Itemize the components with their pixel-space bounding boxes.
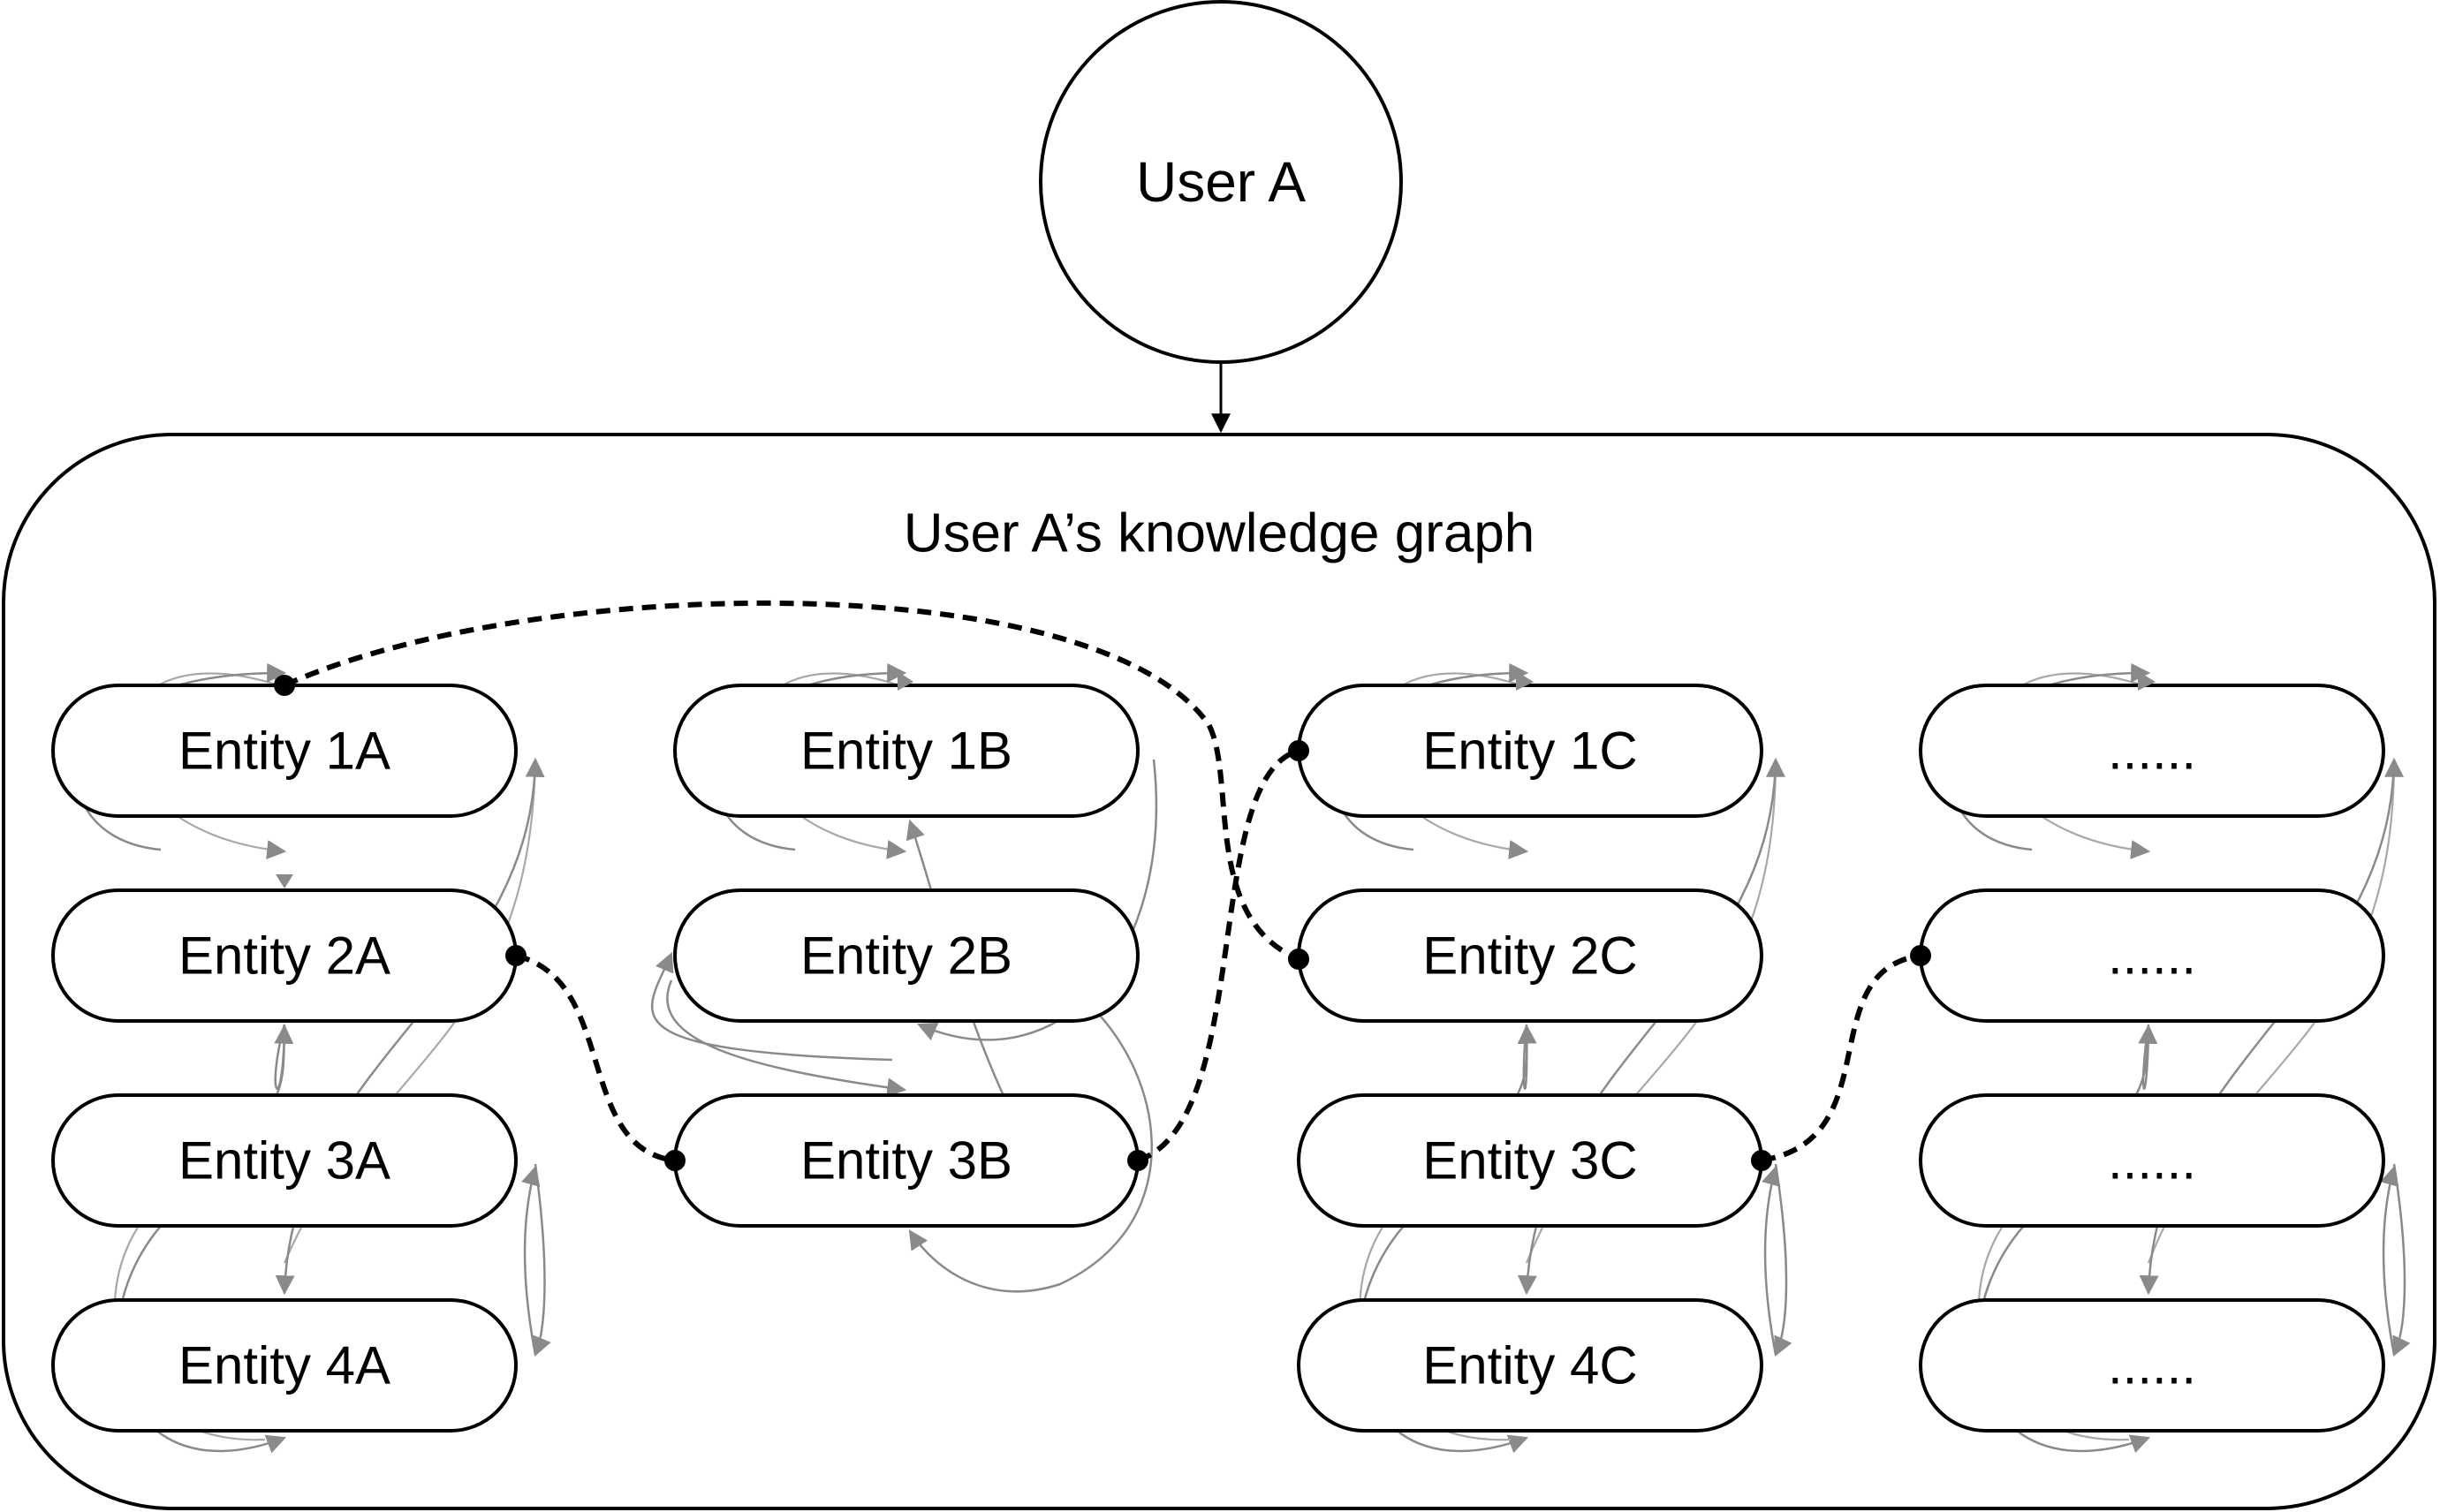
- edge-endpoint-dot: [664, 1150, 686, 1171]
- entity-label: Entity 2A: [178, 926, 390, 986]
- user-label: User A: [1136, 150, 1306, 214]
- entity-label: Entity 3B: [800, 1131, 1012, 1191]
- user-node: User A: [1039, 0, 1403, 364]
- edge-endpoint-dot: [1288, 740, 1309, 761]
- edge-2a-3b: [515, 953, 676, 1163]
- edge-3d-4d: [2392, 1163, 2411, 1357]
- entity-label: ......: [2108, 926, 2196, 986]
- entity-label: ......: [2108, 722, 2196, 781]
- entity-label: ......: [2108, 1336, 2196, 1395]
- edge-3a-4a: [533, 1163, 551, 1357]
- entity-node: ......: [1919, 1298, 2385, 1433]
- entity-label: Entity 1B: [800, 722, 1012, 781]
- edge-1a-2c: [283, 600, 1300, 962]
- entity-node: Entity 1A: [51, 684, 518, 818]
- edge-endpoint-dot: [505, 945, 527, 966]
- edge-3b-2b-left: [650, 951, 893, 1062]
- entity-label: Entity 2B: [800, 926, 1012, 986]
- entity-label: Entity 2C: [1422, 926, 1637, 986]
- entity-label: Entity 3A: [178, 1131, 390, 1191]
- edge-endpoint-dot: [274, 675, 295, 696]
- entity-label: Entity 1A: [178, 722, 390, 781]
- graph-title: User A’s knowledge graph: [904, 503, 1535, 564]
- edge-endpoint-dot: [1751, 1150, 1772, 1171]
- edge-3c-4c: [1774, 1163, 1792, 1357]
- entity-label: Entity 4C: [1422, 1336, 1637, 1395]
- arrow-tip-icon: [2138, 671, 2156, 691]
- arrow-tip-icon: [276, 874, 293, 888]
- edge-endpoint-dot: [1127, 1150, 1148, 1171]
- entity-node: ......: [1919, 684, 2385, 818]
- entity-label: ......: [2108, 1131, 2196, 1191]
- entity-label: Entity 1C: [1422, 722, 1637, 781]
- entity-nodes: Entity 1A Entity 2A Entity 3A Entity 4A …: [51, 684, 2385, 1433]
- edge-4c-3c: [1762, 1165, 1781, 1356]
- arrow-tip-icon: [1516, 671, 1534, 691]
- entity-node: Entity 2A: [51, 888, 518, 1023]
- entity-node: Entity 3A: [51, 1093, 518, 1228]
- arrow-tip-icon: [898, 671, 913, 691]
- edge-4a-3a: [521, 1165, 541, 1356]
- entity-node: Entity 4A: [51, 1298, 518, 1433]
- entity-node: ......: [1919, 888, 2385, 1023]
- knowledge-graph-container: User A’s knowledge graph: [2, 433, 2436, 1510]
- entity-node: Entity 1C: [1297, 684, 1763, 818]
- edge-3c-2d: [1761, 953, 1921, 1163]
- entity-node: Entity 4C: [1297, 1298, 1763, 1433]
- edge-4d-3d: [2380, 1165, 2399, 1356]
- entity-node: Entity 2C: [1297, 888, 1763, 1023]
- entity-node: ......: [1919, 1093, 2385, 1228]
- entity-node: Entity 1B: [673, 684, 1140, 818]
- entity-label: Entity 4A: [178, 1336, 390, 1395]
- cross-column-edges: [274, 600, 1931, 1171]
- entity-node: Entity 3C: [1297, 1093, 1763, 1228]
- edge-2b-3b-left: [666, 979, 907, 1098]
- entity-node: Entity 3B: [673, 1093, 1140, 1228]
- edge-endpoint-dot: [1910, 945, 1931, 966]
- edge-3b-1c: [1137, 748, 1300, 1163]
- entity-node: Entity 2B: [673, 888, 1140, 1023]
- edge-endpoint-dot: [1288, 949, 1309, 970]
- entity-label: Entity 3C: [1422, 1131, 1637, 1191]
